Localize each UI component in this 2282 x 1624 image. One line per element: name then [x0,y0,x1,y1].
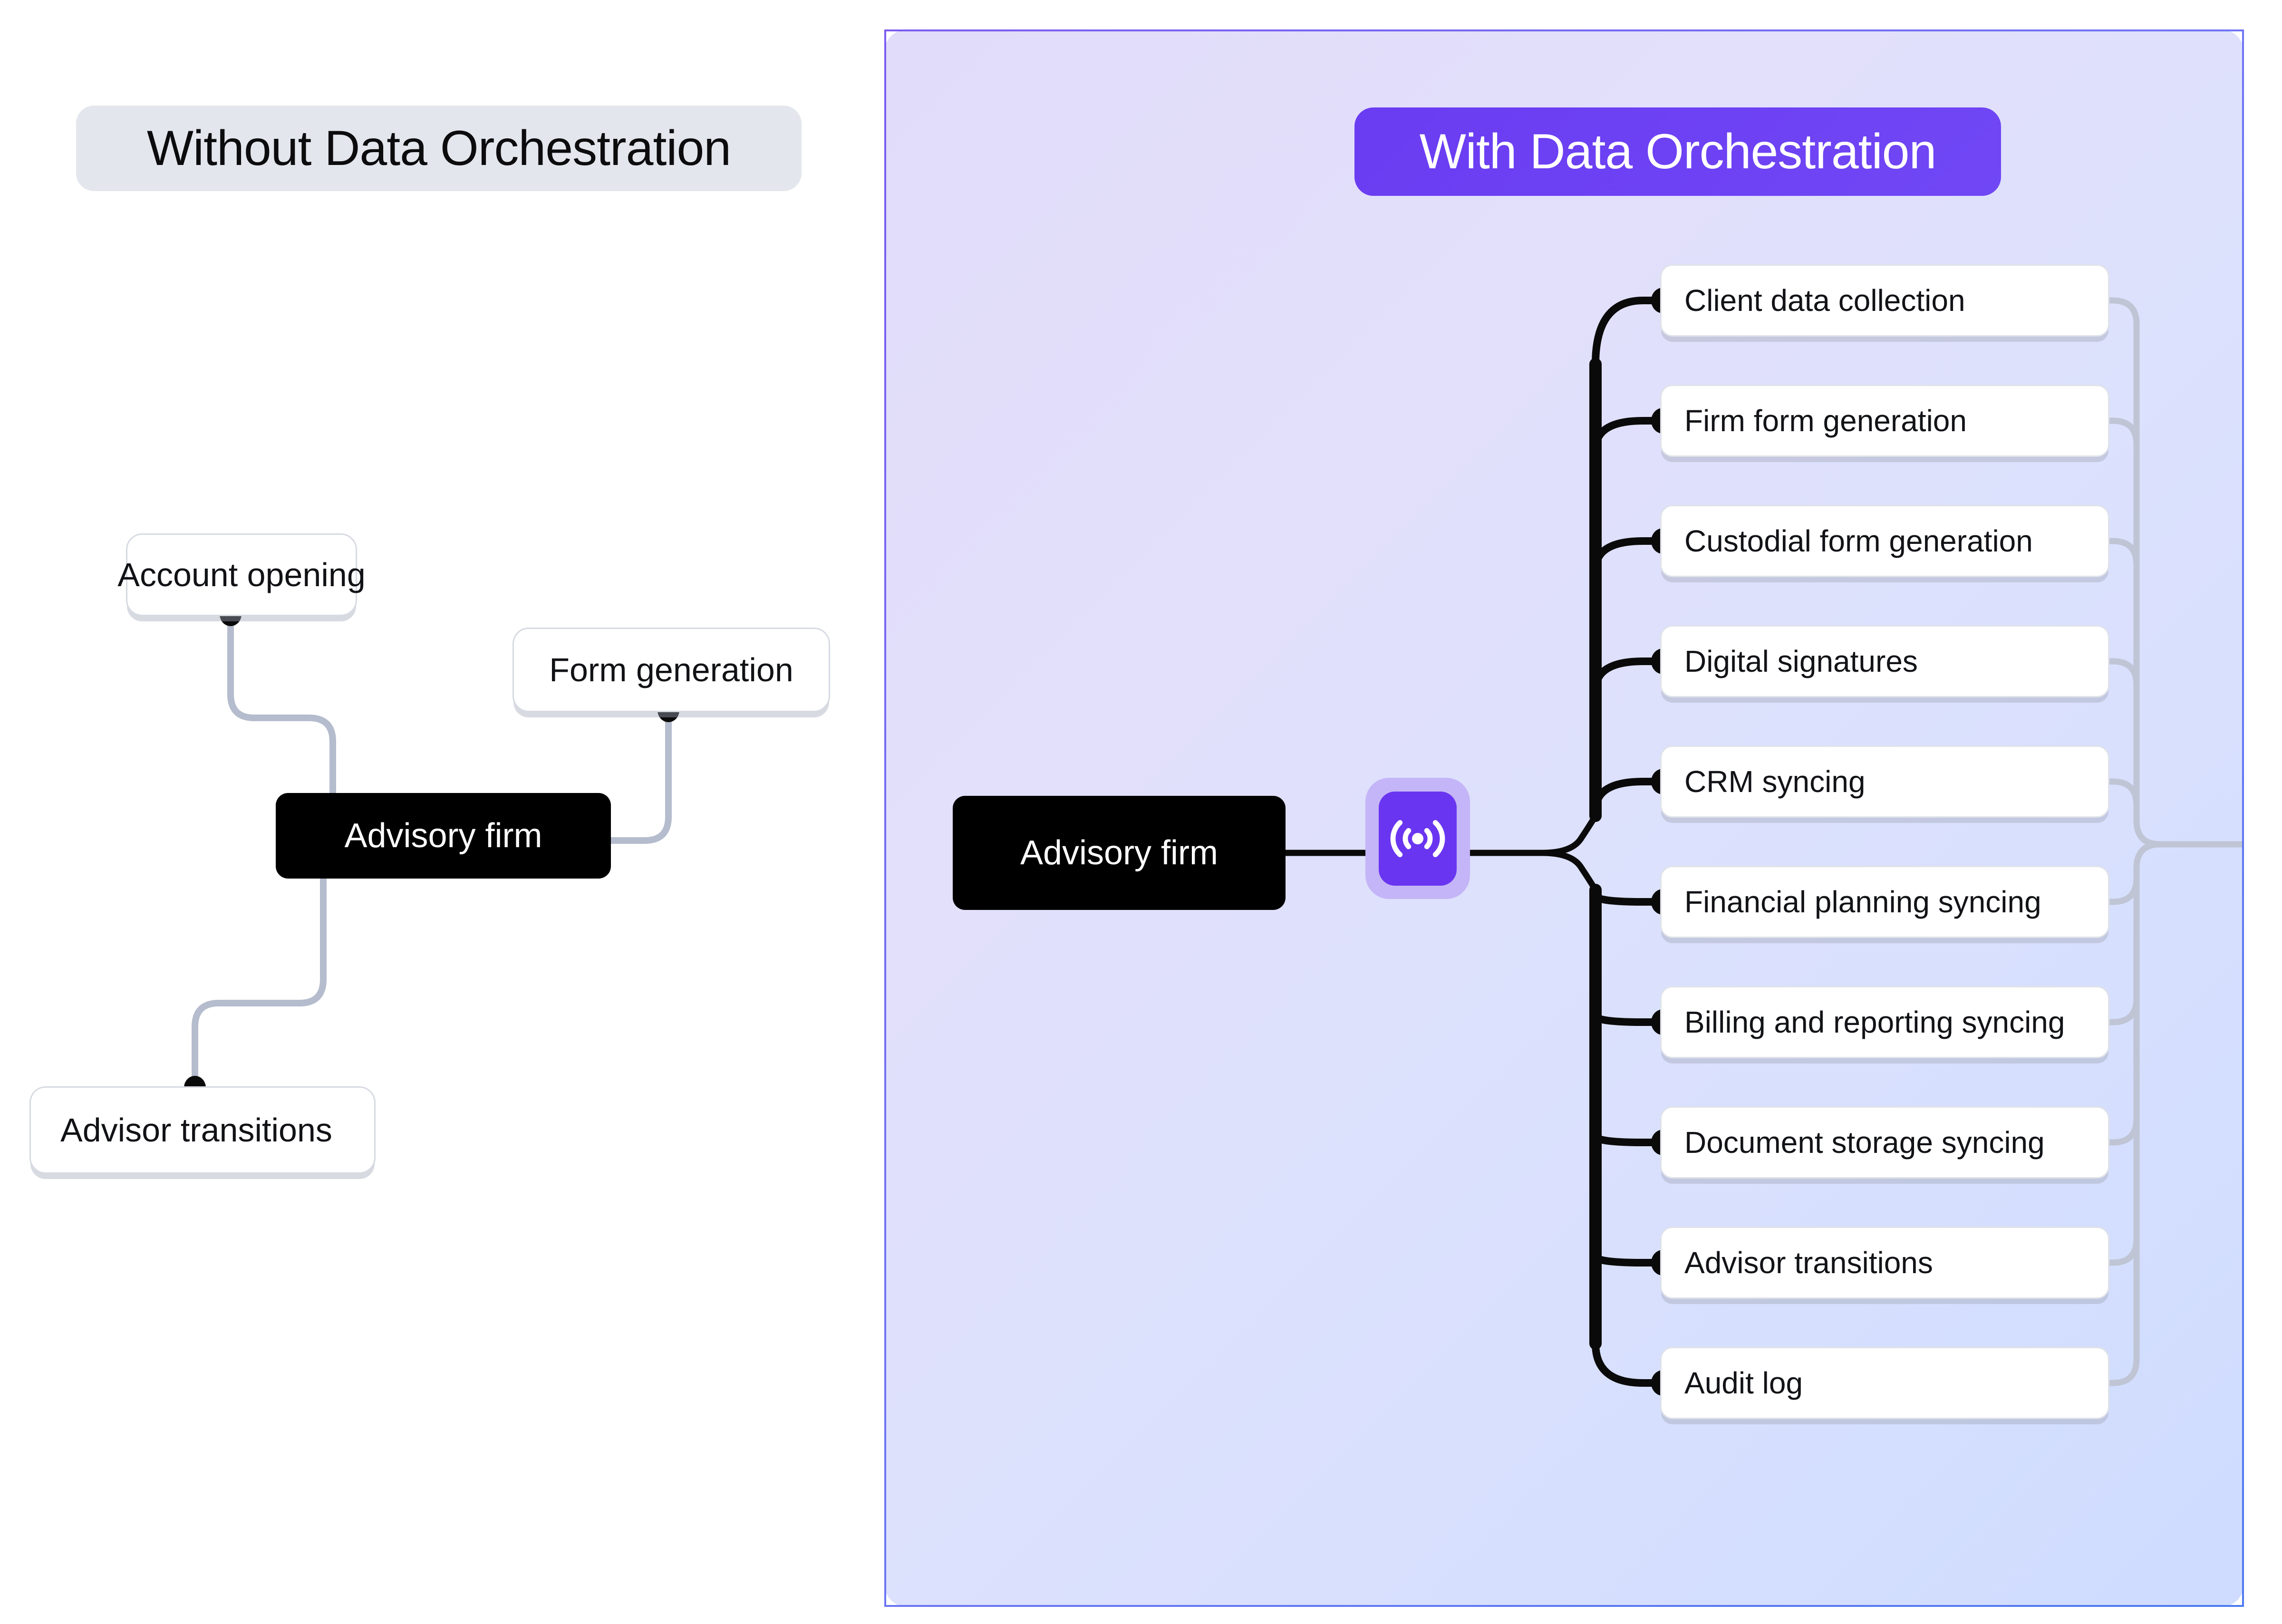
node-form-generation[interactable]: Form generation [512,628,830,712]
node-digital-signatures[interactable]: Digital signatures [1660,625,2109,697]
without-orchestration-panel: Without Data Orchestration Account openi… [0,0,875,1624]
node-label: Firm form generation [1684,404,1967,438]
without-orchestration-title: Without Data Orchestration [146,120,731,176]
node-label: Billing and reporting syncing [1684,1005,2065,1039]
broadcast-signal-icon [1390,820,1445,857]
with-orchestration-panel: With Data Orchestration [884,29,2244,1607]
with-orchestration-title-pill: With Data Orchestration [1354,107,2001,196]
node-label: Custodial form generation [1684,524,2033,558]
node-label: Document storage syncing [1684,1125,2045,1160]
node-label: Client data collection [1684,283,1965,318]
node-audit-log[interactable]: Audit log [1660,1347,2109,1419]
node-custodial-form-generation[interactable]: Custodial form generation [1660,505,2109,577]
without-orchestration-title-pill: Without Data Orchestration [76,106,802,191]
node-account-opening[interactable]: Account opening [117,533,366,616]
node-label: Advisory firm [344,817,542,855]
node-advisor-transitions-right[interactable]: Advisor transitions [1660,1227,2109,1299]
node-label: Advisor transitions [60,1112,332,1149]
node-label: CRM syncing [1684,764,1866,799]
node-billing-and-reporting-syncing[interactable]: Billing and reporting syncing [1660,986,2109,1058]
node-crm-syncing[interactable]: CRM syncing [1660,745,2109,818]
node-label: Account opening [117,556,366,593]
node-label: Advisory firm [1020,834,1218,872]
node-label: Advisor transitions [1684,1246,1933,1280]
node-advisory-firm-left[interactable]: Advisory firm [276,793,611,879]
node-advisor-transitions[interactable]: Advisor transitions [29,1086,376,1174]
orchestration-hub[interactable] [1365,778,1470,899]
node-document-storage-syncing[interactable]: Document storage syncing [1660,1106,2109,1179]
node-financial-planning-syncing[interactable]: Financial planning syncing [1660,866,2109,938]
node-advisory-firm-right[interactable]: Advisory firm [953,796,1286,910]
node-client-data-collection[interactable]: Client data collection [1660,264,2109,337]
node-label: Form generation [549,651,793,688]
with-orchestration-title: With Data Orchestration [1419,124,1937,179]
node-label: Digital signatures [1684,644,1918,678]
node-firm-form-generation[interactable]: Firm form generation [1660,385,2109,457]
node-label: Audit log [1684,1366,1803,1400]
node-label: Financial planning syncing [1684,885,2041,919]
